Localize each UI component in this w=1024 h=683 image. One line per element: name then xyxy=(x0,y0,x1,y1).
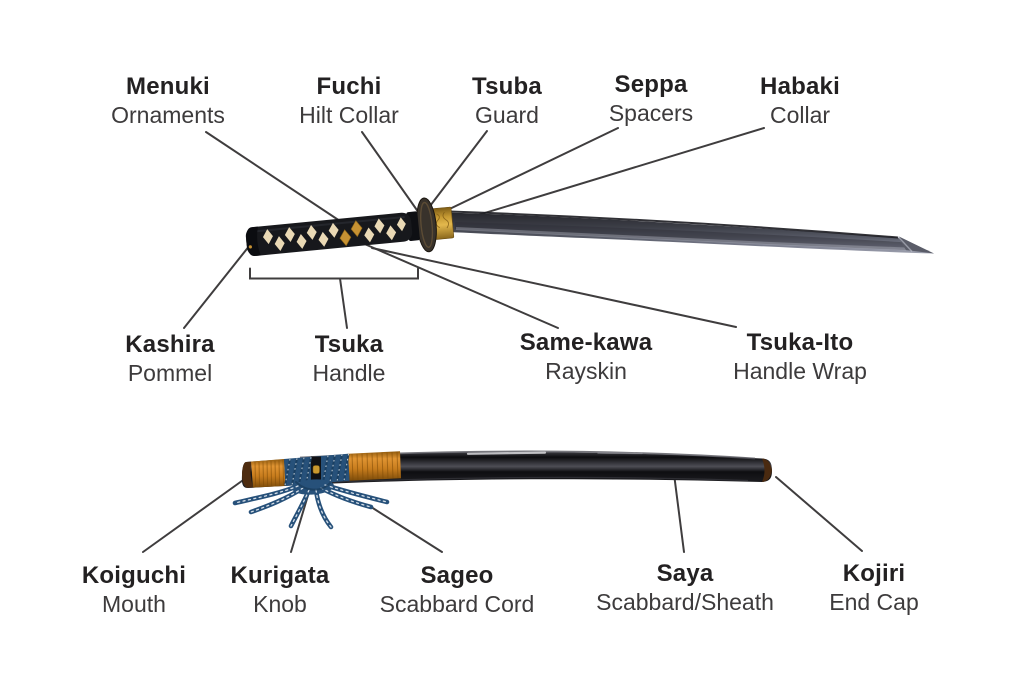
label-kurigata-name: Kurigata xyxy=(230,562,330,589)
label-saya: Saya Scabbard/Sheath xyxy=(596,560,774,616)
label-fuchi: Fuchi Hilt Collar xyxy=(299,73,399,129)
leader-tsuba xyxy=(429,130,488,207)
tsuka-bracket xyxy=(249,267,419,280)
label-kojiri-name: Kojiri xyxy=(842,560,906,587)
blade-body xyxy=(446,212,934,254)
leader-habaki xyxy=(441,127,765,227)
menuki-ornament-1 xyxy=(339,229,352,247)
label-fuchi-name: Fuchi xyxy=(316,73,382,100)
label-tsukaito-name: Tsuka-Ito xyxy=(746,329,854,356)
label-tsukaito: Tsuka-Ito Handle Wrap xyxy=(733,329,867,385)
leader-kurigata xyxy=(290,491,310,553)
label-tsuka-desc: Handle xyxy=(312,360,386,386)
label-saya-name: Saya xyxy=(656,560,714,587)
koiguchi-mouth xyxy=(241,461,253,488)
label-samekawa-desc: Rayskin xyxy=(545,358,627,384)
label-koiguchi: Koiguchi Mouth xyxy=(82,562,186,618)
label-sageo-name: Sageo xyxy=(420,562,494,589)
blade-dark-reflection xyxy=(455,222,930,251)
label-menuki-name: Menuki xyxy=(126,73,210,100)
label-sageo-desc: Scabbard Cord xyxy=(379,591,535,617)
leader-seppa xyxy=(434,127,619,217)
kashira-gold-dot xyxy=(248,245,252,249)
leader-saya xyxy=(672,465,685,553)
label-fuchi-desc: Hilt Collar xyxy=(299,102,399,128)
label-habaki: Habaki Collar xyxy=(760,73,840,129)
kissaki-line xyxy=(897,236,913,252)
saya-scabbard xyxy=(232,450,773,530)
leader-tsukaito xyxy=(371,247,737,328)
blade-hamon xyxy=(455,227,907,251)
leader-samekawa xyxy=(359,241,559,329)
leader-sageo xyxy=(367,504,443,553)
label-habaki-desc: Collar xyxy=(769,102,831,128)
habaki-engraving xyxy=(435,211,449,229)
label-tsuba-name: Tsuba xyxy=(472,73,542,100)
leader-menuki xyxy=(205,131,353,230)
label-kashira: Kashira Pommel xyxy=(125,331,214,387)
label-seppa-desc: Spacers xyxy=(608,100,694,126)
label-kojiri-desc: End Cap xyxy=(829,589,919,615)
label-kojiri: Kojiri End Cap xyxy=(829,560,919,616)
label-koiguchi-desc: Mouth xyxy=(102,591,166,617)
label-tsuba: Tsuba Guard xyxy=(472,73,542,129)
label-kashira-desc: Pommel xyxy=(127,360,213,386)
label-samekawa: Same-kawa Rayskin xyxy=(520,329,653,385)
katana-blade xyxy=(446,210,934,254)
label-seppa-name: Seppa xyxy=(614,71,688,98)
label-koiguchi-name: Koiguchi xyxy=(81,562,187,589)
label-tsuka: Tsuka Handle xyxy=(313,331,386,387)
samekawa-diamonds xyxy=(262,217,406,252)
saya-ito-band-2 xyxy=(348,451,401,481)
sageo-cord-wrap xyxy=(284,453,350,486)
label-kurigata: Kurigata Knob xyxy=(231,562,330,618)
saya-ito-band-1 xyxy=(251,459,286,488)
label-seppa: Seppa Spacers xyxy=(609,71,693,127)
label-kashira-name: Kashira xyxy=(125,331,215,358)
label-kurigata-desc: Knob xyxy=(253,591,307,617)
tsuba-rim xyxy=(419,201,434,248)
saya-glint-1 xyxy=(466,451,547,455)
leader-kojiri xyxy=(775,476,863,552)
menuki-ornament-2 xyxy=(350,220,363,238)
saya-bottom-reflection xyxy=(299,476,749,485)
leader-fuchi xyxy=(361,131,420,214)
kashira-pommel xyxy=(246,226,261,257)
leader-kashira xyxy=(183,244,251,329)
leader-tsuka xyxy=(339,277,348,329)
leader-lines xyxy=(142,127,863,553)
tsuka-handle xyxy=(245,212,413,256)
label-sageo: Sageo Scabbard Cord xyxy=(380,562,535,618)
katana xyxy=(245,197,934,257)
katana-hilt xyxy=(245,197,455,257)
label-habaki-name: Habaki xyxy=(760,73,840,100)
sageo-knot-tassels xyxy=(232,479,390,530)
label-saya-desc: Scabbard/Sheath xyxy=(596,589,774,615)
kissaki-tip xyxy=(899,236,934,254)
label-samekawa-name: Same-kawa xyxy=(519,329,653,356)
blade-spine-line xyxy=(449,210,899,239)
label-tsukaito-desc: Handle Wrap xyxy=(733,358,867,384)
label-menuki-desc: Ornaments xyxy=(111,102,225,128)
label-tsuka-name: Tsuka xyxy=(314,331,384,358)
kurigata-gold-detail xyxy=(312,465,320,474)
label-tsuba-desc: Guard xyxy=(475,102,539,128)
kojiri-endcap xyxy=(762,458,772,482)
label-menuki: Menuki Ornaments xyxy=(111,73,225,129)
leader-koiguchi xyxy=(142,477,247,553)
